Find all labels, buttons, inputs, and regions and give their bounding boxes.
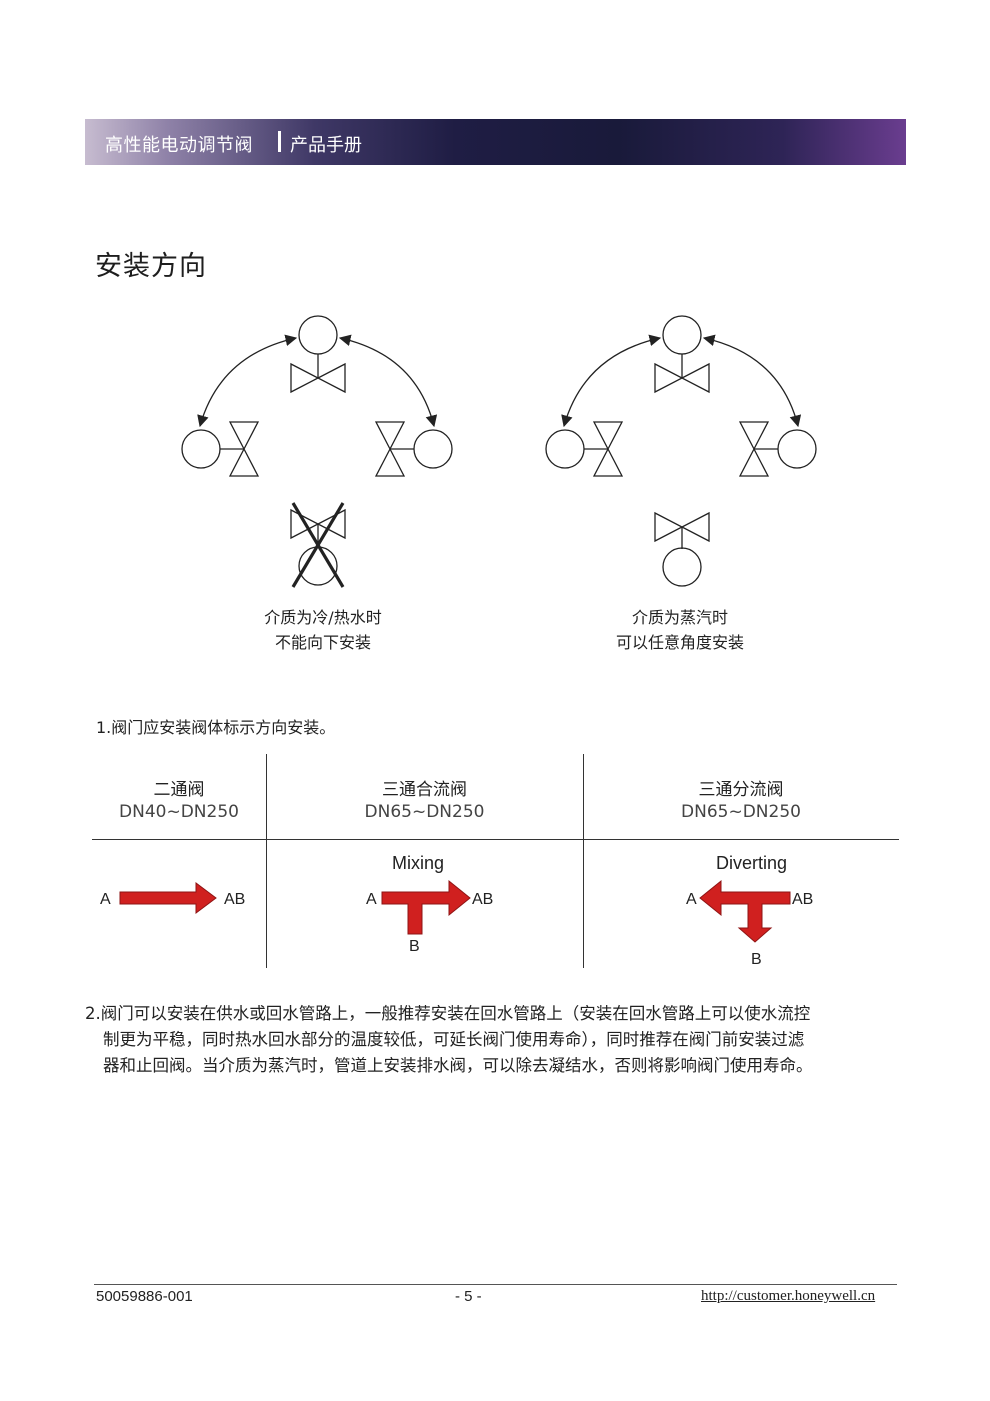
col-header-two-way: 二通阀 DN40~DN250 xyxy=(92,779,266,823)
col-range: DN65~DN250 xyxy=(681,802,801,822)
right-caption-line1: 介质为蒸汽时 xyxy=(631,608,728,627)
right-valve-group xyxy=(545,315,817,587)
col-name: 二通阀 xyxy=(153,780,205,800)
table-column-rule xyxy=(266,754,267,968)
two-way-out-label: AB xyxy=(224,891,245,908)
mixing-a-label: A xyxy=(366,891,377,908)
col-range: DN40~DN250 xyxy=(119,802,239,822)
table-column-rule xyxy=(583,754,584,968)
right-caption-line2: 可以任意角度安装 xyxy=(615,633,744,652)
page-number: - 5 - xyxy=(455,1288,482,1305)
header-separator xyxy=(278,131,281,152)
col-header-mixing: 三通合流阀 DN65~DN250 xyxy=(266,779,583,823)
orientation-diagram xyxy=(181,315,817,588)
col-name: 三通分流阀 xyxy=(698,780,784,800)
left-caption-line2: 不能向下安装 xyxy=(274,633,371,652)
diverting-a-label: A xyxy=(686,891,697,908)
footer-rule xyxy=(94,1284,897,1285)
header-band xyxy=(85,119,906,165)
mixing-ab-label: AB xyxy=(472,891,493,908)
col-header-diverting: 三通分流阀 DN65~DN250 xyxy=(583,779,899,823)
left-caption: 介质为冷/热水时 不能向下安装 xyxy=(193,605,453,655)
note-1: 1.阀门应安装阀体标示方向安装。 xyxy=(96,718,336,737)
left-caption-line1: 介质为冷/热水时 xyxy=(264,608,382,627)
mixing-arrow xyxy=(381,879,471,935)
mixing-b-label: B xyxy=(409,938,420,955)
diverting-ab-label: AB xyxy=(792,891,813,908)
note-2-line2: 制更为平稳，同时热水回水部分的温度较低，可延长阀门使用寿命），同时推荐在阀门前安… xyxy=(103,1030,805,1049)
col-name: 三通合流阀 xyxy=(382,780,467,800)
note-2: 2.阀门可以安装在供水或回水管路上，一般推荐安装在回水管路上（安装在回水管路上可… xyxy=(85,1001,900,1079)
diverting-arrow xyxy=(699,879,791,943)
actuator-circle-top xyxy=(298,315,338,355)
table-divider xyxy=(92,839,899,840)
header-subtitle: 产品手册 xyxy=(290,135,362,156)
right-caption: 介质为蒸汽时 可以任意角度安装 xyxy=(550,605,810,655)
two-way-arrow xyxy=(119,882,217,914)
doc-number: 50059886-001 xyxy=(96,1288,193,1305)
flow-diagrams: A AB Mixing A AB B Diverting A AB B xyxy=(100,853,813,968)
note-2-line3: 器和止回阀。当介质为蒸汽时，管道上安装排水阀，可以除去凝结水，否则将影响阀门使用… xyxy=(103,1056,813,1075)
footer-url-link[interactable]: http://customer.honeywell.cn xyxy=(701,1288,876,1304)
section-title: 安装方向 xyxy=(95,251,207,282)
header-title: 高性能电动调节阀 xyxy=(105,135,253,156)
diverting-title: Diverting xyxy=(716,853,787,873)
left-valve-group xyxy=(181,315,453,588)
mixing-title: Mixing xyxy=(392,853,444,873)
col-range: DN65~DN250 xyxy=(364,802,485,822)
two-way-in-label: A xyxy=(100,891,111,908)
note-2-line1: 2.阀门可以安装在供水或回水管路上，一般推荐安装在回水管路上（安装在回水管路上可… xyxy=(85,1004,811,1023)
diverting-b-label: B xyxy=(751,951,762,968)
